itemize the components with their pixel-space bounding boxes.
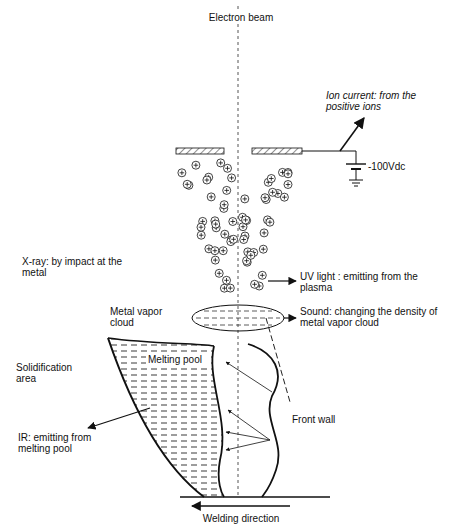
tangent-line (266, 318, 290, 402)
melting-pool (108, 338, 224, 497)
uv-label: UV light : emitting from the plasma (300, 271, 450, 293)
vapor-cloud-label: Metal vapor cloud (110, 306, 180, 328)
direction-arrow (192, 505, 290, 506)
positive-ion (229, 218, 237, 226)
positive-ion (280, 193, 288, 201)
positive-ion (258, 271, 266, 279)
positive-ion (219, 247, 227, 255)
workpiece-bottom (180, 496, 330, 498)
positive-ion (240, 236, 248, 244)
positive-ion (220, 201, 228, 209)
positive-ion (192, 161, 200, 169)
positive-ion (207, 193, 215, 201)
positive-ion (284, 181, 292, 189)
electrode-plate (176, 148, 224, 154)
positive-ion (241, 195, 249, 203)
front-wall (248, 344, 278, 497)
ir-label: IR: emitting from melting pool (18, 432, 118, 454)
ground-symbol (349, 180, 363, 181)
keyhole-rear-wall (212, 346, 224, 497)
positive-ion (223, 186, 231, 194)
sound-label: Sound: changing the density of metal vap… (300, 306, 450, 328)
vapor-cloud (192, 305, 284, 331)
beam-label: Electron beam (204, 12, 278, 23)
front-wall-label: Front wall (292, 414, 362, 425)
ir-arrow (88, 408, 150, 428)
positive-ion (269, 188, 277, 196)
pool-label: Melting pool (146, 354, 210, 365)
wire (356, 169, 357, 180)
voltage-label: -100Vdc (368, 161, 428, 172)
ion-current-label: Ion current: from the positive ions (326, 90, 436, 112)
positive-ion (178, 169, 186, 177)
wire (356, 151, 357, 164)
positive-ion (197, 231, 205, 239)
wire (302, 151, 356, 152)
positive-ion (211, 256, 219, 264)
positive-ion (284, 170, 292, 178)
beam-axis (238, 6, 239, 497)
positive-ion (260, 229, 268, 237)
pool-surface (108, 338, 214, 346)
sound-arrow (284, 317, 296, 318)
positive-ion (183, 180, 191, 188)
positive-ion (261, 194, 269, 202)
uv-arrow (268, 280, 296, 281)
positive-ion (197, 223, 205, 231)
positive-ion (266, 218, 274, 226)
positive-ion (243, 217, 251, 225)
ground-symbol (352, 183, 360, 184)
battery-symbol (346, 163, 366, 164)
reflection-rays (226, 362, 272, 450)
positive-ion (212, 220, 220, 228)
direction-label: Welding direction (186, 513, 296, 524)
solidification-label: Solidification area (16, 362, 86, 384)
electrode-plate (252, 148, 302, 154)
positive-ion (247, 251, 255, 259)
positive-ion (223, 276, 231, 284)
positive-ion (259, 245, 267, 253)
positive-ion (215, 269, 223, 277)
xray-label: X-ray: by impact at the metal (22, 256, 140, 278)
positive-ion (267, 175, 275, 183)
positive-ion (228, 174, 236, 182)
positive-ion (211, 247, 219, 255)
positive-ion (203, 176, 211, 184)
positive-ion (242, 216, 250, 224)
positive-ion (226, 284, 234, 292)
positive-ion (251, 280, 259, 288)
positive-ion (217, 159, 225, 167)
positive-ion (230, 235, 238, 243)
current-arrow (340, 118, 364, 151)
positive-ion (221, 230, 229, 238)
ground-symbol (354, 186, 358, 187)
positive-ion (224, 164, 232, 172)
